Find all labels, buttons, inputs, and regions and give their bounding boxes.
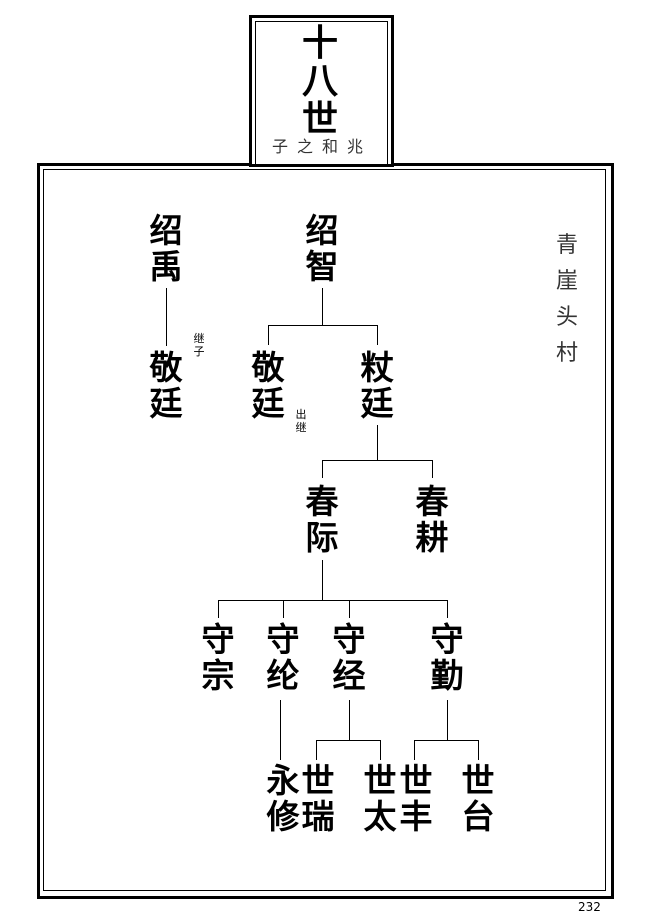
person-shitai2: 世台 (461, 761, 495, 836)
person-shaozhi: 绍智 (305, 211, 339, 286)
person-shoujing: 守经 (332, 620, 366, 695)
note-adopted-out: 出继 (295, 408, 307, 434)
connector (432, 460, 433, 478)
connector (218, 600, 448, 601)
connector (380, 740, 381, 760)
generation-header-box (249, 15, 394, 167)
connector (316, 740, 381, 741)
person-chunji: 春际 (305, 482, 339, 557)
generation-subtitle: 子之和兆 (271, 137, 372, 156)
person-shouzong: 守宗 (201, 620, 235, 695)
person-yaoting: 粀廷 (360, 348, 394, 423)
connector (322, 460, 433, 461)
village-label: 青崖头村 (555, 233, 578, 366)
person-shirui: 世瑞 (301, 761, 335, 836)
note-adopted-son: 继子 (193, 332, 205, 358)
connector (414, 740, 415, 760)
person-jingting: 敬廷 (251, 348, 285, 423)
connector (280, 700, 281, 760)
person-shitai: 世太 (363, 761, 397, 836)
person-jingting-adopted: 敬廷 (149, 348, 183, 423)
connector (349, 700, 350, 740)
connector (349, 600, 350, 618)
connector (377, 325, 378, 345)
connector (268, 325, 378, 326)
connector (447, 600, 448, 618)
page-frame-inner (43, 169, 606, 891)
connector (322, 460, 323, 478)
person-chungeng: 春耕 (415, 482, 449, 557)
connector (447, 700, 448, 740)
connector (316, 740, 317, 760)
connector (283, 600, 284, 618)
connector (166, 288, 167, 346)
generation-title: 十八世 (301, 22, 338, 140)
person-shouqin: 守勤 (430, 620, 464, 695)
person-shifeng: 世丰 (399, 761, 433, 836)
connector (377, 425, 378, 460)
person-shoulun: 守纶 (266, 620, 300, 695)
connector (478, 740, 479, 760)
connector (322, 560, 323, 600)
connector (268, 325, 269, 345)
connector (218, 600, 219, 618)
page-number: 232 (578, 900, 601, 914)
connector (414, 740, 479, 741)
person-shaoyu: 绍禹 (149, 211, 183, 286)
connector (322, 288, 323, 325)
person-yongxiu: 永修 (266, 761, 300, 836)
